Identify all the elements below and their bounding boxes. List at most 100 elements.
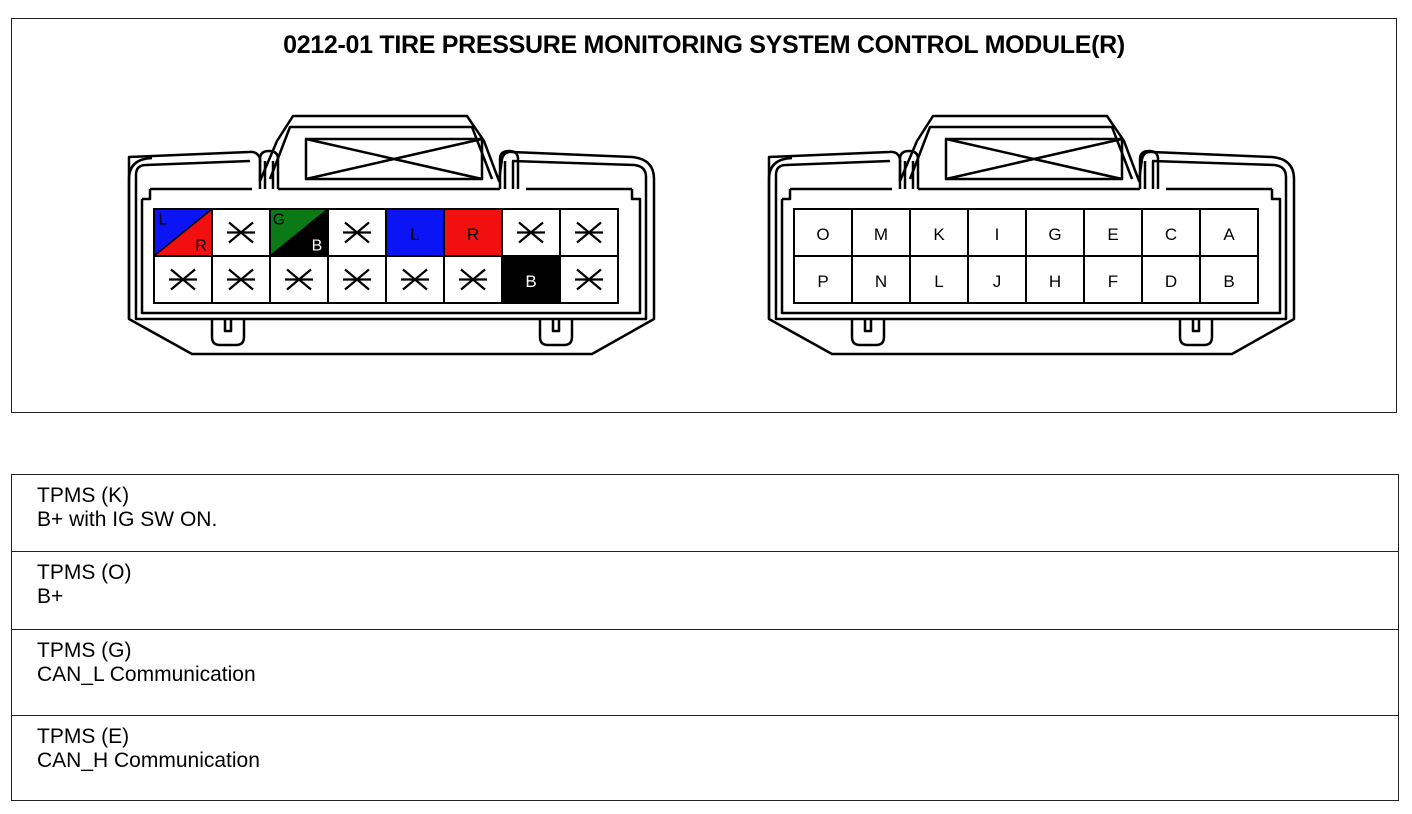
pin-cavity: B xyxy=(1199,255,1259,304)
diagram-frame: 0212-01 TIRE PRESSURE MONITORING SYSTEM … xyxy=(11,18,1397,413)
pin-border xyxy=(1199,255,1259,304)
pin-detail: B+ xyxy=(37,585,64,608)
wire-color-label: G xyxy=(273,212,285,229)
connector-outline xyxy=(944,137,1124,181)
connector-outline xyxy=(767,156,793,319)
pin-detail: B+ with IG SW ON. xyxy=(37,508,218,531)
pin-border xyxy=(909,208,969,257)
wire-color-label: R xyxy=(467,225,479,244)
empty-pin-mark xyxy=(285,268,313,291)
connector-outline xyxy=(503,161,515,189)
description-row-o: TPMS (O) B+ xyxy=(12,551,1398,629)
pin-fill xyxy=(385,208,445,257)
pin-cavity: G xyxy=(1025,208,1085,257)
connector-outline xyxy=(538,319,574,347)
description-row-e: TPMS (E) CAN_H Communication xyxy=(12,715,1398,800)
pin-description-table: TPMS (K) B+ with IG SW ON. TPMS (O) B+ T… xyxy=(11,474,1399,801)
pin-label: I xyxy=(995,225,1000,244)
pin-name: TPMS (O) xyxy=(37,561,132,584)
pin-label: N xyxy=(875,272,887,291)
connector-outline xyxy=(945,137,1123,181)
connector-outline xyxy=(908,125,1134,180)
pin-label: K xyxy=(933,225,945,244)
connector-outline xyxy=(127,156,153,319)
pin-border xyxy=(793,208,853,257)
pin-cavity: B xyxy=(501,255,561,304)
empty-pin-mark xyxy=(459,268,487,291)
empty-pin-mark xyxy=(575,221,603,244)
connector-outline xyxy=(551,319,561,333)
empty-pin-mark xyxy=(227,268,255,291)
pin-cavity xyxy=(153,255,213,304)
pin-split-line xyxy=(153,208,213,257)
pin-label: E xyxy=(1107,225,1118,244)
connector-outline xyxy=(498,149,520,189)
pin-label: J xyxy=(993,272,1002,291)
connector-outline xyxy=(774,197,1288,321)
pin-cavity: LR xyxy=(153,208,213,257)
pin-fill xyxy=(501,255,561,304)
connector-outline xyxy=(304,137,484,181)
pin-label: C xyxy=(1165,225,1177,244)
connector-outline xyxy=(263,161,275,189)
wire-color-label: L xyxy=(159,212,168,229)
pin-border xyxy=(1083,208,1143,257)
wire-color-label: R xyxy=(195,238,207,255)
pin-label: A xyxy=(1223,225,1235,244)
wire-color-label: B xyxy=(312,238,323,255)
pin-border xyxy=(793,255,853,304)
pin-cavity: J xyxy=(967,255,1027,304)
pin-border xyxy=(211,255,271,304)
description-row-k: TPMS (K) B+ with IG SW ON. xyxy=(12,475,1398,551)
pin-cavity: P xyxy=(793,255,853,304)
empty-pin-mark xyxy=(401,268,429,291)
pin-cavity xyxy=(443,255,503,304)
pin-cavity: GB xyxy=(269,208,329,257)
pin-cavity: E xyxy=(1083,208,1143,257)
pin-cavity xyxy=(327,208,387,257)
empty-pin-mark xyxy=(517,221,545,244)
pin-split-line xyxy=(269,208,329,257)
pin-border xyxy=(1199,208,1259,257)
pin-border xyxy=(1141,208,1201,257)
wire-color-label: B xyxy=(525,272,536,291)
pin-name: TPMS (E) xyxy=(37,725,130,748)
diagram-title: 0212-01 TIRE PRESSURE MONITORING SYSTEM … xyxy=(283,31,1125,59)
pin-cavity xyxy=(501,208,561,257)
pin-name: TPMS (G) xyxy=(37,639,132,662)
connector-outline xyxy=(127,114,656,356)
pin-cavity: A xyxy=(1199,208,1259,257)
connector-outline xyxy=(1178,319,1214,347)
pin-cavity: L xyxy=(909,255,969,304)
empty-pin-mark xyxy=(343,221,371,244)
pin-cavity xyxy=(559,208,619,257)
connector-outline xyxy=(850,319,886,347)
pin-label: P xyxy=(817,272,828,291)
pin-cavity: I xyxy=(967,208,1027,257)
pin-cavity: N xyxy=(851,255,911,304)
connector-outline xyxy=(134,197,648,321)
connector-outline xyxy=(140,189,642,315)
empty-pin-mark xyxy=(169,268,197,291)
pin-cavity: M xyxy=(851,208,911,257)
pin-label: B xyxy=(1223,272,1234,291)
connector-outline xyxy=(903,161,915,189)
pin-cavity: R xyxy=(443,208,503,257)
connector-outline xyxy=(1191,319,1201,333)
connector-outline xyxy=(780,189,1282,315)
pin-cavity: F xyxy=(1083,255,1143,304)
pin-cavity: D xyxy=(1141,255,1201,304)
pin-cavity: K xyxy=(909,208,969,257)
pin-cavity xyxy=(327,255,387,304)
pin-detail: CAN_H Communication xyxy=(37,749,260,772)
wire-color-label: L xyxy=(410,225,419,244)
empty-pin-mark xyxy=(575,268,603,291)
pin-label: O xyxy=(816,225,829,244)
description-row-g: TPMS (G) CAN_L Communication xyxy=(12,629,1398,715)
pin-cavity xyxy=(211,208,271,257)
pin-border xyxy=(1025,208,1085,257)
connector-outline xyxy=(268,125,494,180)
